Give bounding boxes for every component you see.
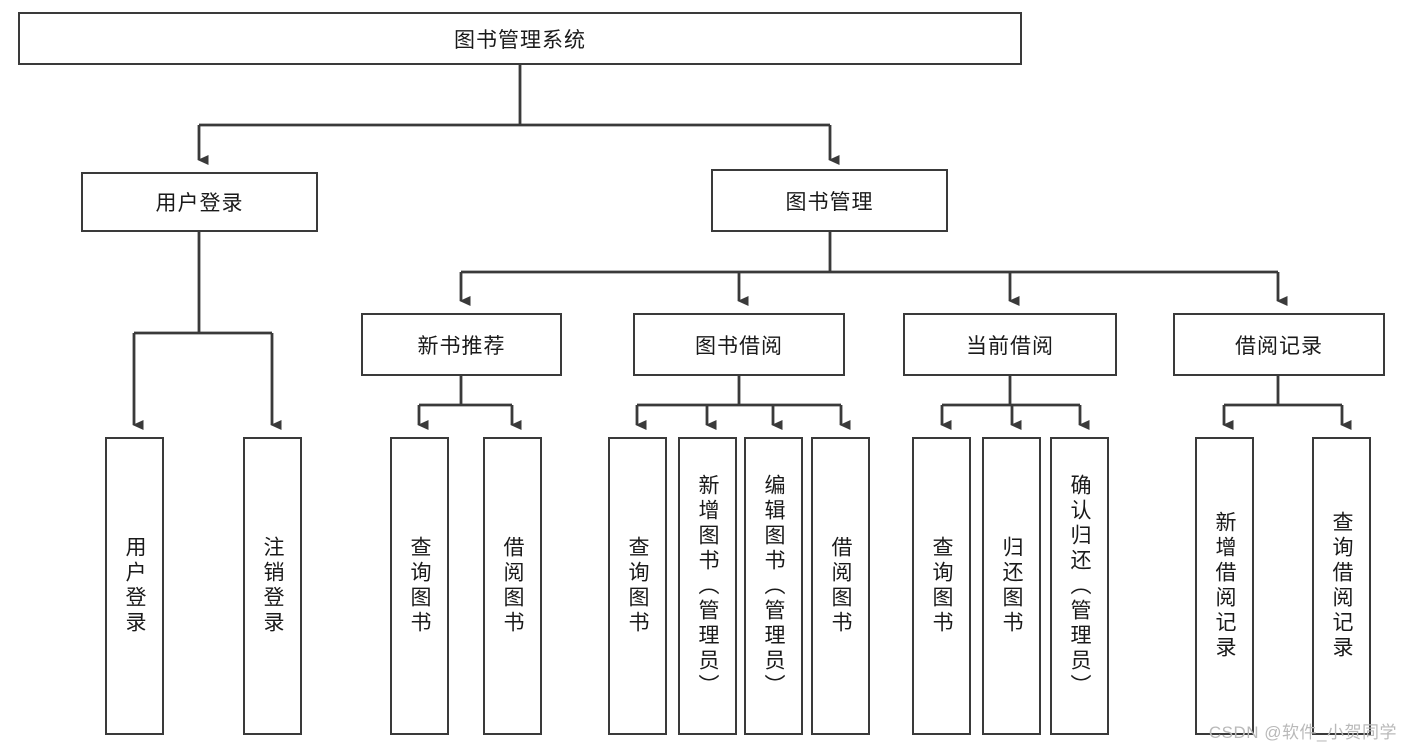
node-leaf-logout-login[interactable]: 注销登录	[243, 437, 302, 735]
node-leaf-query-borrow-record[interactable]: 查询借阅记录	[1312, 437, 1371, 735]
watermark-text: CSDN @软件_小贺同学	[1208, 723, 1397, 742]
node-label: 编辑图书（管理员）	[762, 473, 785, 699]
node-label: 借阅记录	[1235, 334, 1323, 358]
node-new-book-recommend[interactable]: 新书推荐	[361, 313, 562, 376]
node-label: 查询图书	[930, 536, 953, 636]
node-label: 查询图书	[626, 536, 649, 636]
node-user-login[interactable]: 用户登录	[81, 172, 318, 232]
node-label: 图书管理	[785, 190, 874, 214]
node-label: 当前借阅	[966, 334, 1054, 358]
node-label: 图书借阅	[695, 334, 783, 358]
node-leaf-borrow-book[interactable]: 借阅图书	[811, 437, 870, 735]
node-book-borrow[interactable]: 图书借阅	[633, 313, 845, 376]
node-leaf-edit-book[interactable]: 编辑图书（管理员）	[744, 437, 803, 735]
node-leaf-confirm-return[interactable]: 确认归还（管理员）	[1050, 437, 1109, 735]
node-leaf-add-book[interactable]: 新增图书（管理员）	[678, 437, 737, 735]
node-leaf-user-login[interactable]: 用户登录	[105, 437, 164, 735]
node-label: 查询借阅记录	[1330, 511, 1353, 661]
node-current-borrow[interactable]: 当前借阅	[903, 313, 1117, 376]
node-label: 图书管理系统	[454, 28, 586, 52]
node-label: 归还图书	[1000, 536, 1023, 636]
node-label: 注销登录	[261, 536, 284, 636]
node-label: 用户登录	[123, 536, 146, 636]
node-label: 借阅图书	[829, 536, 852, 636]
node-label: 查询图书	[408, 536, 431, 636]
node-leaf-return-book[interactable]: 归还图书	[982, 437, 1041, 735]
node-leaf-query-book-current[interactable]: 查询图书	[912, 437, 971, 735]
node-book-management-system[interactable]: 图书管理系统	[18, 12, 1022, 65]
node-label: 新增借阅记录	[1213, 511, 1236, 661]
node-leaf-query-book-borrow[interactable]: 查询图书	[608, 437, 667, 735]
node-leaf-borrow-book-recommend[interactable]: 借阅图书	[483, 437, 542, 735]
node-label: 新增图书（管理员）	[696, 473, 719, 699]
node-leaf-query-book-recommend[interactable]: 查询图书	[390, 437, 449, 735]
node-book-manage[interactable]: 图书管理	[711, 169, 948, 232]
node-label: 用户登录	[155, 192, 244, 215]
node-label: 借阅图书	[501, 536, 524, 636]
node-label: 确认归还（管理员）	[1068, 473, 1091, 699]
node-label: 新书推荐	[417, 334, 506, 358]
node-borrow-record[interactable]: 借阅记录	[1173, 313, 1385, 376]
node-leaf-add-borrow-record[interactable]: 新增借阅记录	[1195, 437, 1254, 735]
